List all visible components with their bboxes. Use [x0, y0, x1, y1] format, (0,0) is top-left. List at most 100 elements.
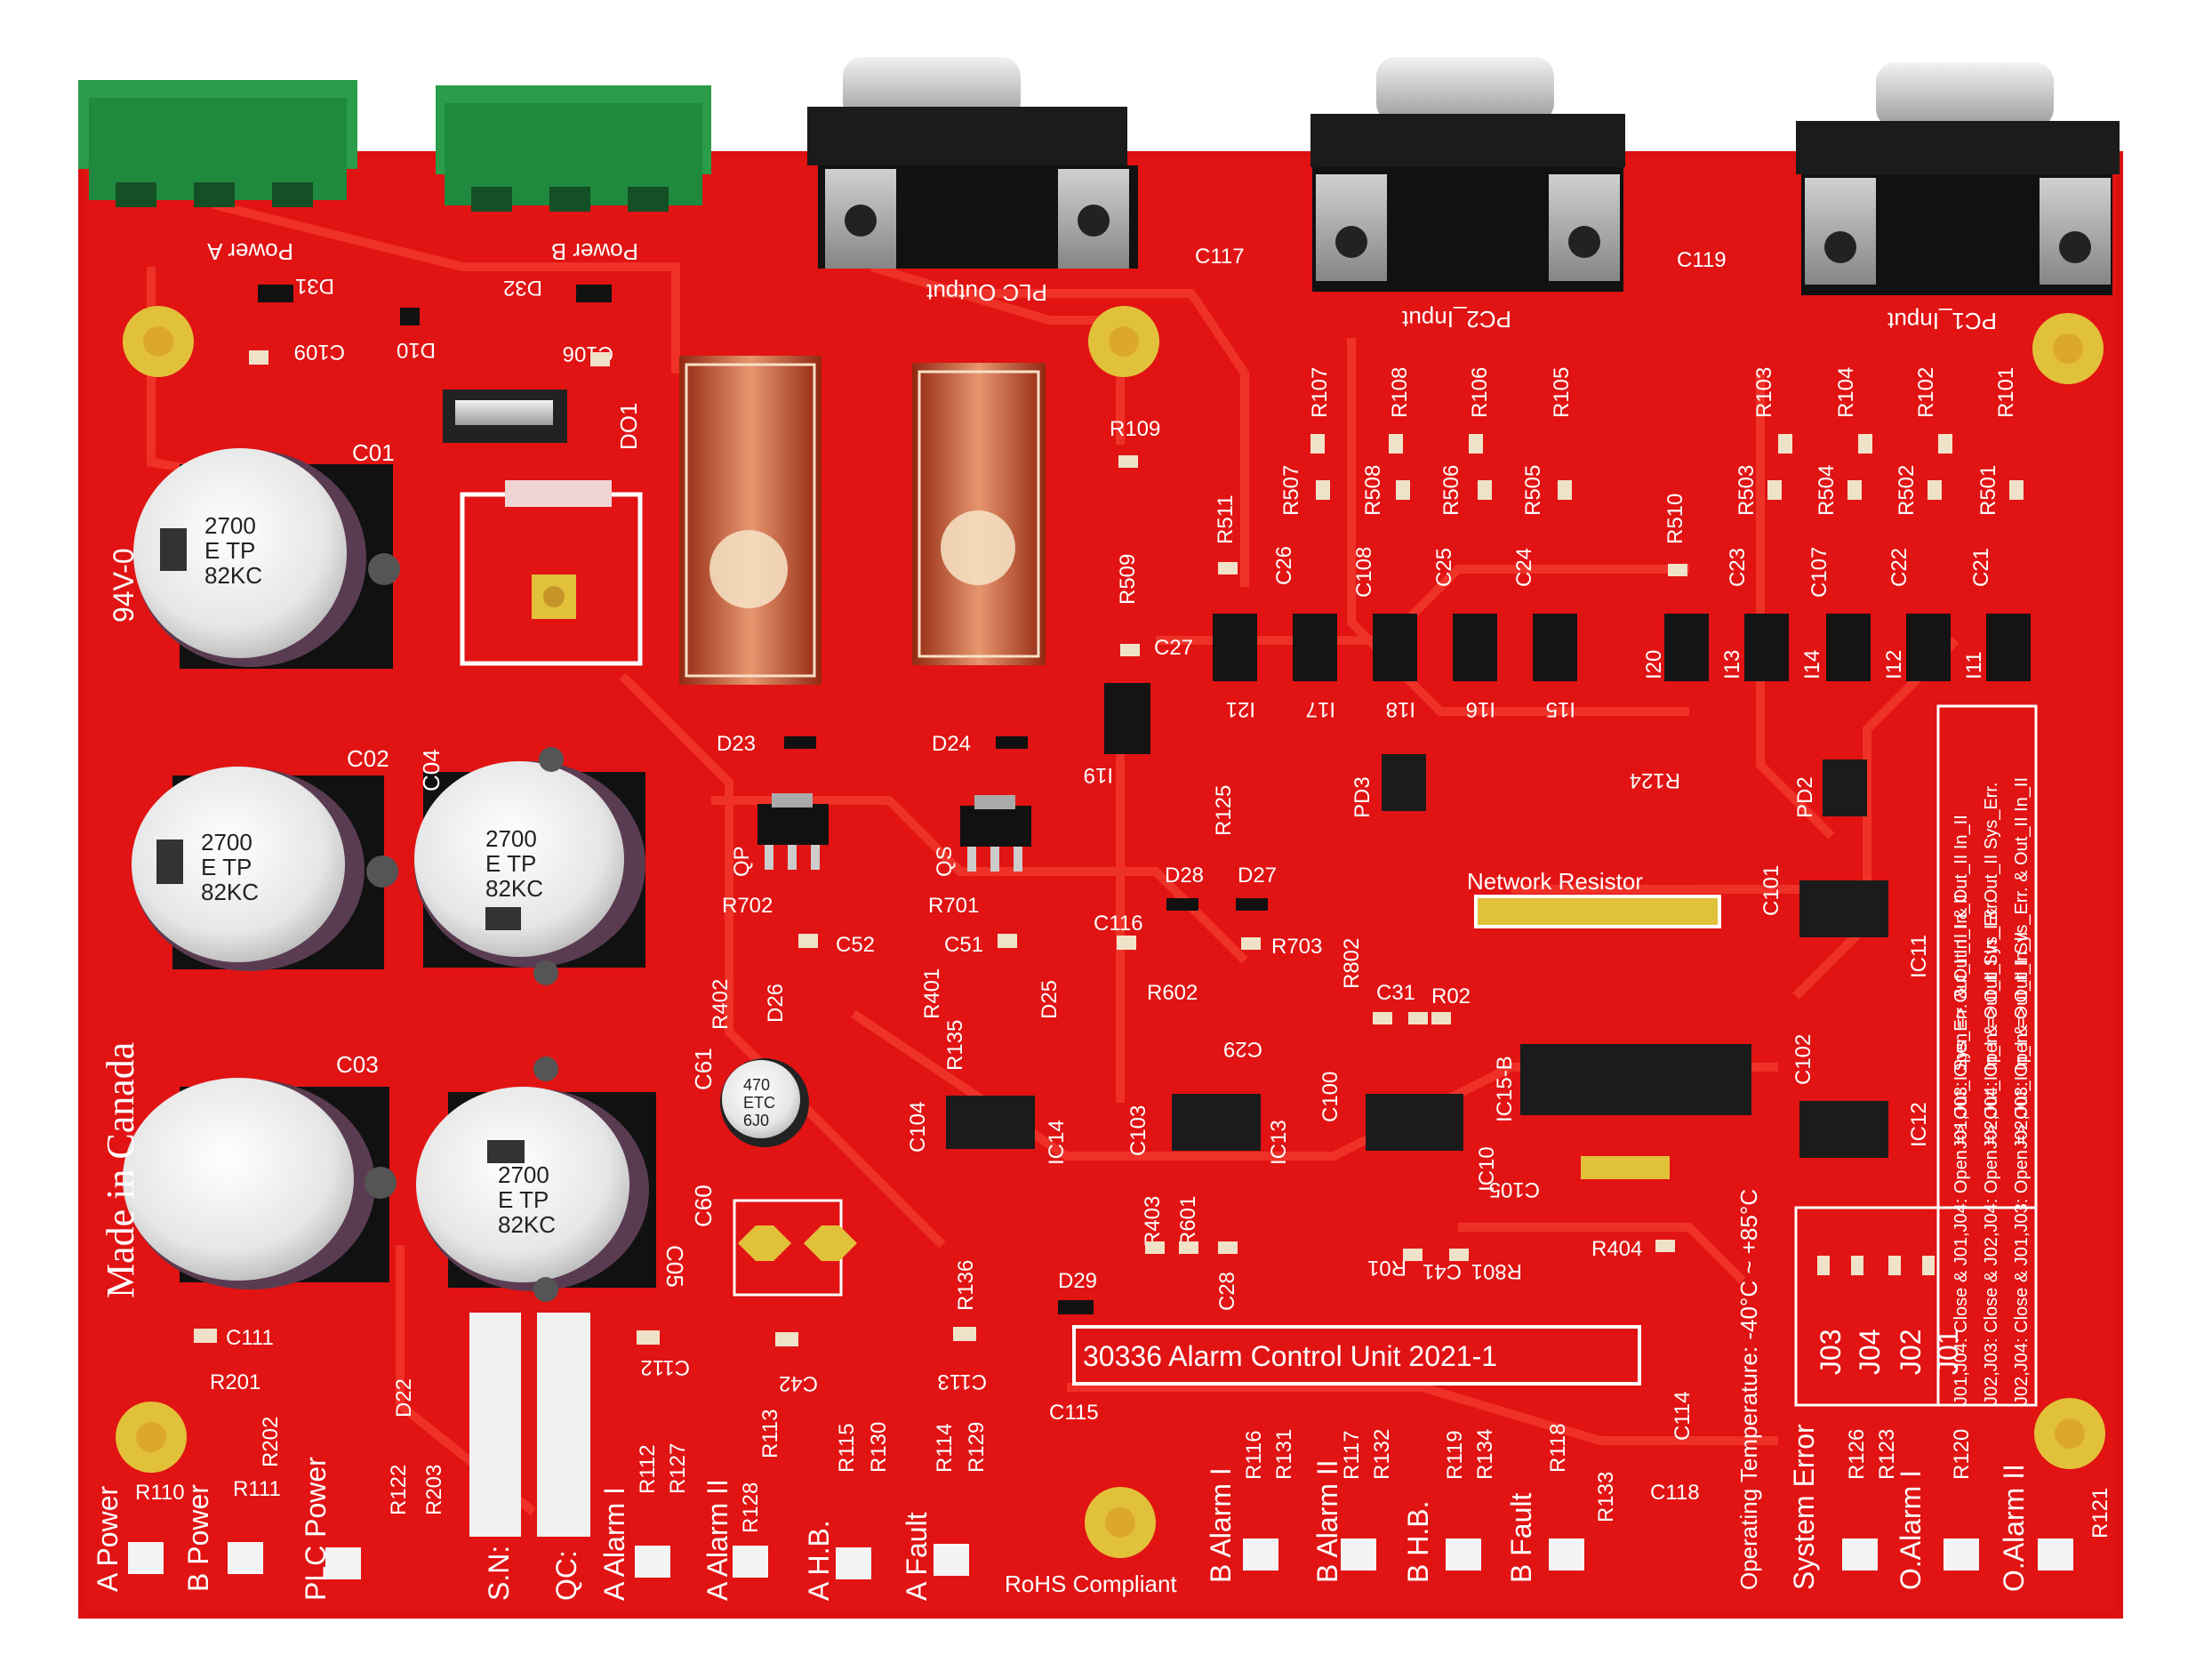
svg-text:R510: R510	[1663, 494, 1687, 544]
capacitor-c05: 2700 E TP 82KC	[416, 1056, 656, 1302]
svg-text:C117: C117	[1195, 245, 1245, 269]
svg-text:R501: R501	[1976, 465, 2000, 516]
svg-text:R135: R135	[943, 1020, 967, 1071]
svg-text:R102: R102	[1914, 367, 1938, 418]
svg-text:R203: R203	[422, 1465, 446, 1515]
svg-text:R101: R101	[1994, 367, 2018, 418]
svg-text:R126: R126	[1845, 1429, 1869, 1480]
svg-text:A H.B.: A H.B.	[803, 1520, 835, 1601]
svg-text:D26: D26	[764, 984, 788, 1023]
svg-text:C101: C101	[1759, 865, 1783, 916]
svg-text:C112: C112	[640, 1355, 690, 1379]
svg-text:R124: R124	[1630, 768, 1680, 792]
svg-text:D31: D31	[295, 274, 334, 298]
svg-text:IC10: IC10	[1475, 1146, 1499, 1192]
label-c04: C04	[418, 749, 445, 791]
transistor-qp	[757, 793, 829, 870]
svg-text:D29: D29	[1058, 1269, 1097, 1293]
capacitor-c01: 2700 E TP 82KC	[133, 448, 400, 669]
svg-text:J01: J01	[1932, 1329, 1964, 1375]
relay-2	[912, 363, 1046, 665]
db9-connector-pc2-input[interactable]	[1310, 57, 1625, 292]
mounting-holes	[116, 306, 2105, 1558]
svg-text:R133: R133	[1594, 1472, 1618, 1522]
svg-text:R120: R120	[1950, 1429, 1974, 1480]
title-frame	[1072, 1325, 1641, 1386]
svg-text:R702: R702	[722, 894, 773, 918]
svg-text:D27: D27	[1238, 864, 1277, 888]
capacitor-c03	[123, 1078, 397, 1289]
svg-text:82KC: 82KC	[201, 879, 259, 905]
sn-blank-area[interactable]	[469, 1313, 521, 1537]
terminal-block-power-a[interactable]	[78, 80, 357, 207]
svg-text:IC12: IC12	[1907, 1102, 1931, 1147]
svg-text:C119: C119	[1677, 248, 1727, 272]
svg-text:D22: D22	[392, 1378, 416, 1418]
svg-text:R132: R132	[1370, 1429, 1394, 1480]
label-c02: C02	[347, 745, 389, 772]
svg-text:O.Alarm I: O.Alarm I	[1895, 1470, 1927, 1590]
svg-text:2700: 2700	[498, 1161, 549, 1188]
regulator-do1	[443, 390, 643, 666]
label-c61: C61	[690, 1048, 717, 1090]
capacitor-c02: 2700 E TP 82KC	[132, 767, 398, 971]
pads-c60	[733, 1199, 857, 1297]
svg-text:I18: I18	[1386, 697, 1415, 721]
svg-text:R104: R104	[1834, 367, 1858, 418]
label-pc1-input: PC1_Input	[1887, 308, 1997, 334]
svg-text:C29: C29	[1223, 1037, 1262, 1061]
svg-text:I16: I16	[1466, 697, 1495, 721]
svg-text:R136: R136	[954, 1260, 978, 1311]
svg-text:E TP: E TP	[485, 850, 536, 877]
svg-text:6J0: 6J0	[743, 1112, 769, 1129]
svg-text:J02: J02	[1895, 1329, 1927, 1375]
svg-text:I11: I11	[1962, 651, 1986, 679]
svg-text:J01,J03: Open => Out_I In_I &: J01,J03: Open => Out_I In_I & Out_II In_…	[1952, 815, 1971, 1149]
svg-text:R131: R131	[1272, 1429, 1296, 1480]
svg-text:PLC Power: PLC Power	[300, 1457, 332, 1601]
svg-text:C42: C42	[779, 1371, 818, 1395]
svg-text:470: 470	[743, 1076, 770, 1094]
svg-text:C107: C107	[1807, 547, 1831, 598]
svg-text:82KC: 82KC	[498, 1211, 556, 1238]
svg-text:C21: C21	[1969, 548, 1993, 587]
svg-text:J04: J04	[1854, 1329, 1886, 1375]
svg-text:B Power: B Power	[182, 1484, 214, 1592]
svg-text:E TP: E TP	[498, 1186, 549, 1213]
svg-text:J02,J03: Open => Out_I Sys_Err: J02,J03: Open => Out_I Sys_Err. & Out_II…	[2012, 777, 2032, 1149]
svg-text:C105: C105	[1489, 1177, 1540, 1201]
svg-text:R118: R118	[1546, 1423, 1570, 1473]
svg-text:R127: R127	[666, 1443, 690, 1494]
svg-text:O.Alarm II: O.Alarm II	[1998, 1464, 2030, 1592]
board-title: 30336 Alarm Control Unit 2021-1	[1083, 1340, 1497, 1372]
svg-text:R105: R105	[1550, 367, 1574, 418]
terminal-block-power-b[interactable]	[436, 85, 711, 212]
label-c60: C60	[690, 1185, 717, 1227]
svg-text:J01,J04: Close & J01,J04: Open: J01,J04: Close & J01,J04: Open => Out_I …	[1952, 894, 1971, 1405]
svg-text:2700: 2700	[204, 512, 256, 539]
svg-text:B H.B.: B H.B.	[1402, 1501, 1434, 1583]
svg-text:R504: R504	[1815, 465, 1839, 516]
qc-blank-area[interactable]	[537, 1313, 590, 1537]
svg-text:C22: C22	[1887, 548, 1911, 587]
db9-connector-plc-output[interactable]	[807, 57, 1138, 269]
svg-text:R02: R02	[1431, 984, 1471, 1008]
sn-label: S.N:	[483, 1546, 515, 1601]
svg-text:D10: D10	[397, 338, 436, 362]
label-c03: C03	[336, 1051, 379, 1078]
svg-text:C41: C41	[1423, 1259, 1462, 1283]
svg-text:R121: R121	[2088, 1488, 2112, 1538]
jumper-area-frame	[1794, 1206, 2038, 1407]
svg-text:C27: C27	[1154, 636, 1193, 660]
svg-text:R201: R201	[210, 1370, 260, 1394]
svg-text:R403: R403	[1141, 1196, 1165, 1247]
integrated-circuits	[946, 754, 1888, 1179]
svg-text:C114: C114	[1671, 1391, 1695, 1441]
svg-text:I17: I17	[1306, 697, 1335, 721]
svg-text:IC13: IC13	[1267, 1120, 1291, 1165]
svg-text:R112: R112	[636, 1444, 660, 1494]
bottom-indicator-labels: A Power B Power PLC Power A Alarm I A Al…	[92, 1409, 2112, 1601]
db9-connector-pc1-input[interactable]	[1796, 62, 2120, 295]
smd-components	[194, 285, 2024, 1346]
